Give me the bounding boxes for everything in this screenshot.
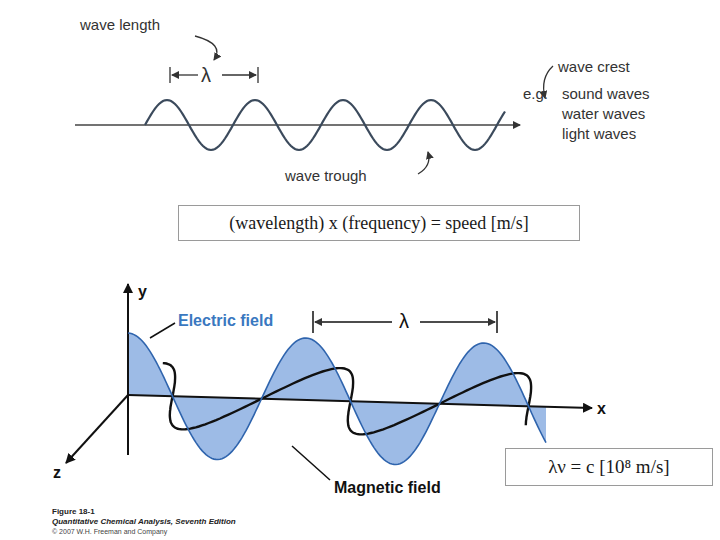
wave-label: wave crest [558,59,630,76]
example-label: light waves [562,126,636,143]
bracket-bar [257,67,258,83]
bracket-bar [312,311,314,333]
leader-line [150,323,175,338]
formula-box: λν = c [10⁸ m/s] [505,448,713,486]
y-axis [127,284,129,455]
bracket-bar [169,67,170,83]
field-label: Magnetic field [334,479,441,497]
electric-field-wave [128,333,546,465]
example-label: water waves [562,106,645,123]
leader-arrow [195,36,217,60]
dimension-arrow [172,74,198,75]
figure-credit: Quantitative Chemical Analysis, Seventh … [52,518,236,527]
leader-line [292,446,330,480]
formula-text: (wavelength) x (frequency) = speed [m/s] [229,213,529,234]
figure-credit: Figure 18-1 [52,508,95,517]
field-label: Electric field [178,312,273,330]
electric-field-fill [128,333,546,465]
dimension-arrow [315,321,392,323]
z-axis [66,395,128,463]
figure-credit: © 2007 W.H. Freeman and Company [52,528,167,536]
leader-arrow [418,152,429,174]
magnetic-field-wave [163,363,531,434]
dimension-arrow [222,74,256,75]
wavelength-symbol: λ [201,64,211,86]
example-label: sound waves [562,86,650,103]
example-label: e.g. [523,86,548,103]
axis-label: y [138,283,147,301]
wavelength-symbol: λ [399,310,409,332]
wave-label: wave length [80,17,160,34]
x-axis [128,395,592,408]
wave-label: wave trough [285,168,367,185]
axis-label: z [53,464,61,482]
axis-label: x [597,400,606,418]
formula-box: (wavelength) x (frequency) = speed [m/s] [178,205,580,241]
dimension-arrow [420,321,495,323]
formula-text: λν = c [10⁸ m/s] [548,456,669,478]
sine-wave [145,100,505,150]
bracket-bar [496,311,498,333]
